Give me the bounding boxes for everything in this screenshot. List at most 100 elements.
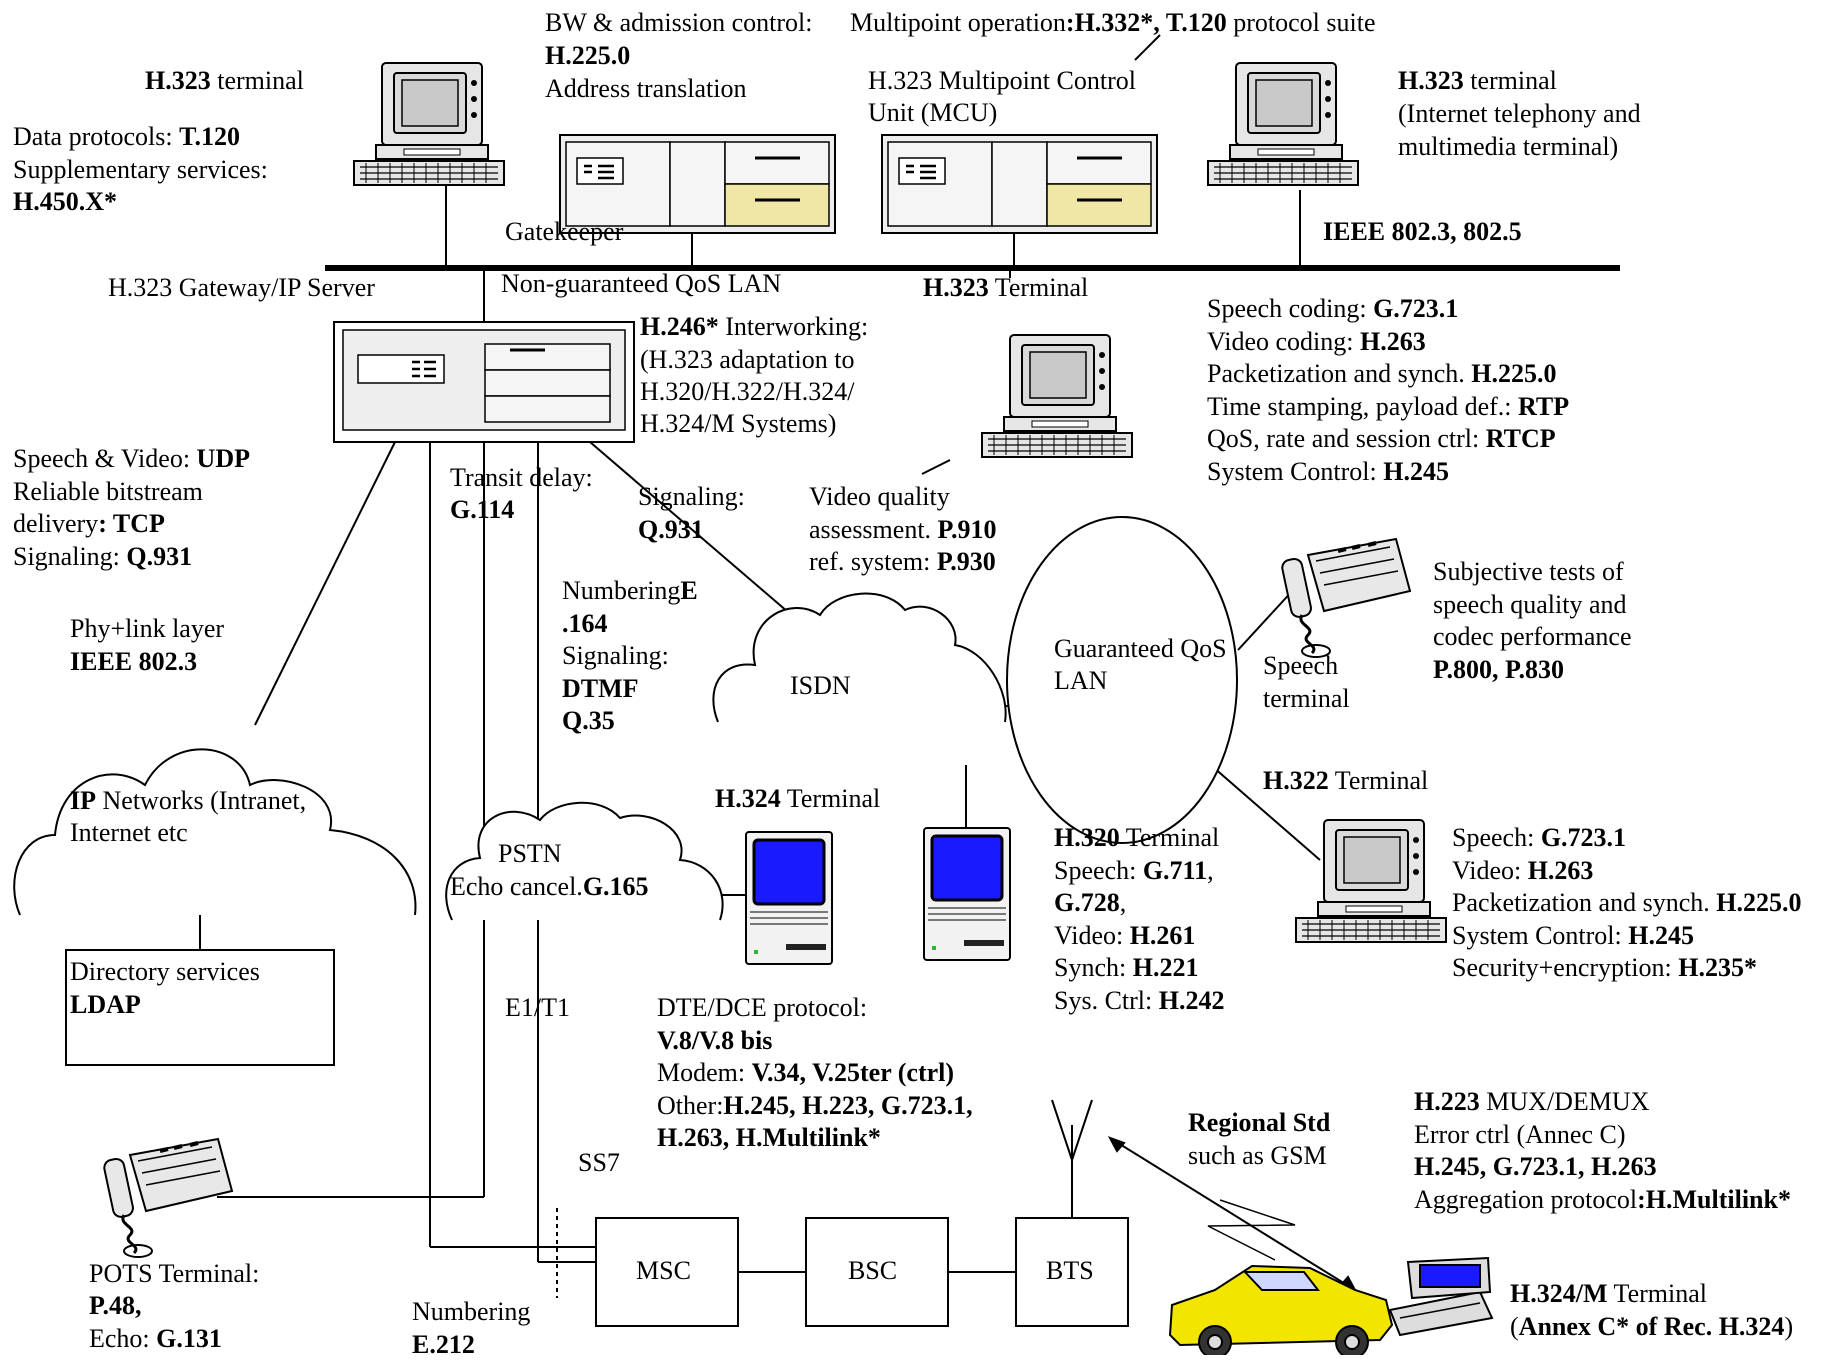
- text-segment: Signaling:: [562, 641, 669, 670]
- bold-segment: IEEE 802.3, 802.5: [1323, 217, 1522, 246]
- pots-line1: POTS Terminal:: [89, 1258, 259, 1291]
- cloud-icon: [13, 748, 417, 916]
- bold-segment: G.711: [1142, 856, 1208, 885]
- text-segment: protocol suite: [1226, 8, 1376, 37]
- text-segment: Numbering: [562, 576, 681, 605]
- bold-segment: RTP: [1518, 392, 1570, 421]
- modem-label: Modem: V.34, V.25ter (ctrl): [657, 1057, 954, 1090]
- h320-sysctrl-label: Sys. Ctrl: H.242: [1054, 985, 1224, 1018]
- bold-segment: H.261: [1129, 921, 1196, 950]
- ieee-8023-8025-label: IEEE 802.3, 802.5: [1323, 216, 1522, 249]
- reliable-line2: delivery: TCP: [13, 508, 165, 541]
- bold-segment: H.225.0: [1471, 359, 1557, 388]
- bold-segment: H.320: [1054, 823, 1120, 852]
- directory-services-box: [65, 949, 335, 1066]
- msc-box: [595, 1217, 739, 1327]
- speech-terminal-line1: Speech: [1263, 650, 1338, 683]
- bold-segment: :H.332*, T.120: [1065, 8, 1227, 37]
- guaranteed-qos-lan-ellipse: [1006, 516, 1238, 844]
- bold-segment: H.263: [1527, 856, 1594, 885]
- text-segment: Supplementary services:: [13, 155, 268, 184]
- h322-terminal-label: H.322 Terminal: [1263, 765, 1428, 798]
- h323-terminal-mid-label: H.323 Terminal: [923, 272, 1088, 305]
- numbering-e164-line1: NumberingE: [562, 575, 698, 608]
- other-line1: Other:H.245, H.223, G.723.1,: [657, 1090, 973, 1123]
- bold-segment: H.245, G.723.1, H.263: [1414, 1152, 1657, 1181]
- text-segment: codec performance: [1433, 622, 1632, 651]
- bold-segment: P.910: [937, 515, 997, 544]
- signaling-mid-label: Signaling:: [638, 481, 745, 514]
- text-segment: Video:: [1054, 921, 1130, 950]
- h322-speech-label: Speech: G.723.1: [1452, 822, 1626, 855]
- desktop-computer-icon: [1295, 819, 1447, 943]
- pots-line2: P.48,: [89, 1290, 142, 1323]
- text-segment: Multipoint operation: [850, 8, 1066, 37]
- video-quality-line2: assessment. P.910: [809, 514, 997, 547]
- text-segment: Terminal: [1119, 823, 1220, 852]
- echo-cancel-label: Echo cancel.G.165: [450, 871, 649, 904]
- text-segment: Guaranteed QoS: [1054, 634, 1227, 663]
- text-segment: (Internet telephony and: [1398, 99, 1641, 128]
- bold-segment: G.131: [156, 1324, 222, 1353]
- bold-segment: IP: [70, 786, 96, 815]
- q35-label: Q.35: [562, 705, 615, 738]
- bold-segment: DTMF: [562, 674, 639, 703]
- text-segment: Directory services: [70, 957, 260, 986]
- bold-segment: H.245, H.223, G.723.1,: [723, 1091, 973, 1120]
- bold-segment: G.728: [1054, 888, 1120, 917]
- desktop-computer-icon: [353, 62, 505, 186]
- bold-segment: :H.Multilink*: [1637, 1185, 1791, 1214]
- subjective-line4: P.800, P.830: [1433, 654, 1564, 687]
- ieee-8023-label: IEEE 802.3: [70, 646, 197, 679]
- g114-label: G.114: [450, 494, 514, 527]
- interworking-line2: (H.323 adaptation to: [640, 344, 854, 377]
- text-segment: QoS, rate and session ctrl:: [1207, 424, 1486, 453]
- bold-segment: H.263, H.Multilink*: [657, 1123, 881, 1152]
- speech-terminal-line2: terminal: [1263, 683, 1350, 716]
- text-segment: System Control:: [1452, 921, 1629, 950]
- bold-segment: H.235*: [1678, 953, 1757, 982]
- isdn-label: ISDN: [790, 670, 851, 703]
- text-segment: (: [1510, 1312, 1519, 1341]
- text-segment: SS7: [578, 1148, 620, 1177]
- dtmf-label: DTMF: [562, 673, 639, 706]
- h320-g728-label: G.728,: [1054, 887, 1126, 920]
- h322-system-control-label: System Control: H.245: [1452, 920, 1694, 953]
- h324-terminal-label: H.324 Terminal: [715, 783, 880, 816]
- interworking-line4: H.324/M Systems): [640, 408, 836, 441]
- bold-segment: Annex C* of Rec. H.324: [1518, 1312, 1785, 1341]
- error-ctrl-label: Error ctrl (Annec C): [1414, 1119, 1626, 1152]
- bold-segment: T.120: [179, 122, 240, 151]
- text-segment: Aggregation protocol: [1414, 1185, 1638, 1214]
- gatekeeper-server-icon: [559, 134, 836, 234]
- bold-segment: P.930: [936, 547, 996, 576]
- ss7-label: SS7: [578, 1147, 620, 1180]
- signaling-q931-left-label: Signaling: Q.931: [13, 541, 192, 574]
- text-segment: terminal: [210, 66, 304, 95]
- subjective-line2: speech quality and: [1433, 589, 1627, 622]
- bold-segment: H.323: [1398, 66, 1464, 95]
- text-segment: Packetization and synch.: [1207, 359, 1472, 388]
- text-segment: Terminal: [1607, 1279, 1708, 1308]
- text-segment: Video quality: [809, 482, 950, 511]
- text-segment: H.323 Gateway/IP Server: [108, 273, 375, 302]
- bold-segment: G.114: [450, 495, 515, 524]
- text-segment: speech quality and: [1433, 590, 1627, 619]
- bold-segment: E.212: [412, 1330, 475, 1359]
- h450-label: H.450.X*: [13, 186, 117, 219]
- mcu-server-icon: [881, 134, 1158, 234]
- bold-segment: V.34, V.25ter (ctrl): [751, 1058, 955, 1087]
- text-segment: System Control:: [1207, 457, 1384, 486]
- bold-segment: H.223: [1414, 1087, 1480, 1116]
- address-translation-label: Address translation: [545, 73, 746, 106]
- text-segment: BTS: [1046, 1256, 1094, 1285]
- bold-segment: H.263: [1359, 327, 1426, 356]
- text-segment: H.323 Multipoint Control: [868, 66, 1136, 95]
- antenna-icon: [1051, 1099, 1093, 1180]
- text-segment: Address translation: [545, 74, 747, 103]
- text-segment: Packetization and synch.: [1452, 888, 1717, 917]
- pots-line3: Echo: G.131: [89, 1323, 222, 1356]
- aggregation-label: Aggregation protocol:H.Multilink*: [1414, 1184, 1791, 1217]
- bold-segment: G.723.1: [1373, 294, 1459, 323]
- bold-segment: H.245: [1383, 457, 1449, 486]
